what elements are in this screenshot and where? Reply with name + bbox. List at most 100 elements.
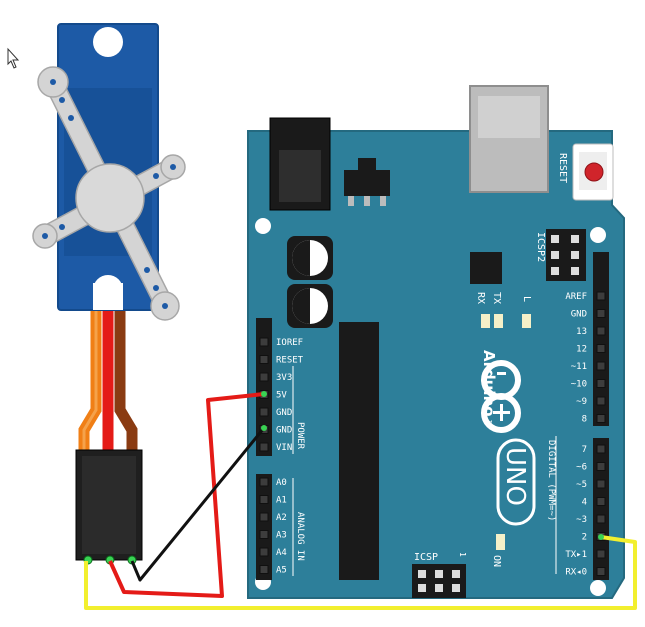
l-led — [522, 314, 531, 328]
capacitor — [287, 284, 333, 328]
digital-pin-label: AREF — [565, 292, 587, 302]
servo-motor — [32, 23, 186, 565]
power-pin[interactable] — [259, 355, 269, 364]
digital-pin[interactable] — [596, 291, 606, 301]
digital-pin[interactable] — [596, 444, 606, 454]
digital-pin-label: ~9 — [576, 397, 587, 407]
power-pin[interactable] — [259, 337, 269, 347]
l-label: L — [521, 296, 532, 302]
icsp2-label: ICSP2 — [535, 232, 546, 262]
digital-pin-label: TX▸1 — [565, 550, 587, 560]
analog-pin[interactable] — [259, 495, 269, 504]
analog-pin[interactable] — [259, 512, 269, 522]
digital-pin-label: ~5 — [576, 480, 587, 490]
analog-pin[interactable] — [259, 547, 269, 557]
servo-horn-hub — [75, 163, 145, 233]
capacitor — [287, 236, 333, 280]
digital-pin-label: 2 — [582, 533, 587, 543]
analog-pin-label: A3 — [276, 531, 287, 541]
digital-header-low — [593, 438, 609, 580]
power-pin[interactable] — [259, 372, 269, 382]
digital-pin[interactable] — [596, 396, 606, 406]
reset-button[interactable] — [572, 143, 614, 201]
atmega-chip — [339, 322, 379, 580]
icsp-label: ICSP — [414, 552, 438, 563]
mount-hole — [590, 580, 606, 596]
digital-pin[interactable] — [596, 514, 606, 524]
rx-led — [481, 314, 490, 328]
digital-pin[interactable] — [596, 326, 606, 336]
trademark-label: TM — [486, 419, 492, 427]
digital-pin-label: 13 — [576, 327, 587, 337]
digital-pin-label: ~6 — [576, 463, 587, 473]
power-pin-label: IOREF — [276, 338, 303, 348]
on-label: ON — [491, 555, 502, 567]
servo-mount-hole-top — [93, 27, 123, 57]
wire-gnd-to-servo-ground — [130, 427, 266, 582]
power-pin-label: RESET — [276, 356, 304, 366]
power-pin-label: GND — [276, 408, 292, 418]
power-pin[interactable] — [259, 442, 269, 452]
analog-pin-label: A0 — [276, 478, 287, 488]
digital-pin[interactable] — [596, 379, 606, 388]
icsp2-header — [546, 229, 586, 281]
servo-leads — [78, 285, 138, 452]
digital-pin-label: RX◂0 — [565, 568, 587, 578]
digital-pin[interactable] — [596, 361, 606, 371]
tx-label: TX — [491, 292, 502, 304]
analog-pin-label: A5 — [276, 566, 287, 576]
power-pin-label: VIN — [276, 443, 292, 453]
digital-pin-label: 4 — [582, 498, 587, 508]
digital-pin[interactable] — [596, 497, 606, 506]
digital-pin-label: ~10 — [571, 380, 587, 390]
digital-pin[interactable] — [596, 567, 606, 576]
icsp-pin1-label: 1 — [458, 552, 467, 557]
power-pin-label: 5V — [276, 391, 287, 401]
mount-hole — [255, 218, 271, 234]
digital-pin[interactable] — [596, 479, 606, 489]
digital-pin-label: ~11 — [571, 362, 587, 372]
power-section-label: POWER — [295, 422, 305, 450]
mount-hole — [590, 227, 606, 243]
digital-pin[interactable] — [596, 462, 606, 471]
wire-pin2-to-servo-signal — [84, 535, 637, 610]
analog-pin-label: A1 — [276, 496, 287, 506]
servo-lead-ground — [114, 285, 138, 452]
reset-label: RESET — [557, 153, 568, 183]
digital-pin[interactable] — [596, 549, 606, 559]
digital-pin-label: 7 — [582, 445, 587, 455]
usb-interface-chip — [470, 252, 502, 284]
on-led — [496, 534, 505, 550]
digital-section-label: DIGITAL (PWM=~) — [546, 440, 556, 521]
mouse-pointer-icon — [7, 47, 20, 69]
power-header — [256, 318, 272, 456]
voltage-regulator — [344, 170, 390, 196]
arduino-infinity-logo — [481, 360, 521, 433]
power-pin-label: 3V3 — [276, 373, 292, 383]
arduino-uno-board: RESET ICSP2 RX TX L ON Arduin — [247, 85, 625, 599]
analog-pin[interactable] — [259, 565, 269, 574]
icsp-header — [412, 564, 466, 598]
analog-pin[interactable] — [259, 477, 269, 487]
analog-pin[interactable] — [259, 530, 269, 539]
analog-section-label: ANALOG IN — [295, 512, 305, 561]
tx-led — [494, 314, 503, 328]
analog-pin-label: A4 — [276, 548, 287, 558]
jumper-wires — [84, 391, 637, 610]
digital-pin[interactable] — [596, 414, 606, 423]
digital-pin-label: GND — [571, 310, 587, 320]
digital-pin[interactable] — [596, 309, 606, 318]
uno-badge — [496, 438, 536, 526]
power-pin[interactable] — [259, 407, 269, 417]
wire-5v-to-servo-power — [108, 392, 265, 598]
analog-header — [256, 474, 272, 580]
digital-pin-label: ~3 — [576, 515, 587, 525]
power-pin-label: GND — [276, 426, 292, 436]
model-label: UNO — [500, 447, 530, 506]
servo-horn — [32, 66, 186, 321]
analog-pin-label: A2 — [276, 513, 287, 523]
digital-pin-label: 12 — [576, 345, 587, 355]
digital-pin[interactable] — [596, 344, 606, 353]
brand-label: Arduino — [480, 350, 498, 417]
